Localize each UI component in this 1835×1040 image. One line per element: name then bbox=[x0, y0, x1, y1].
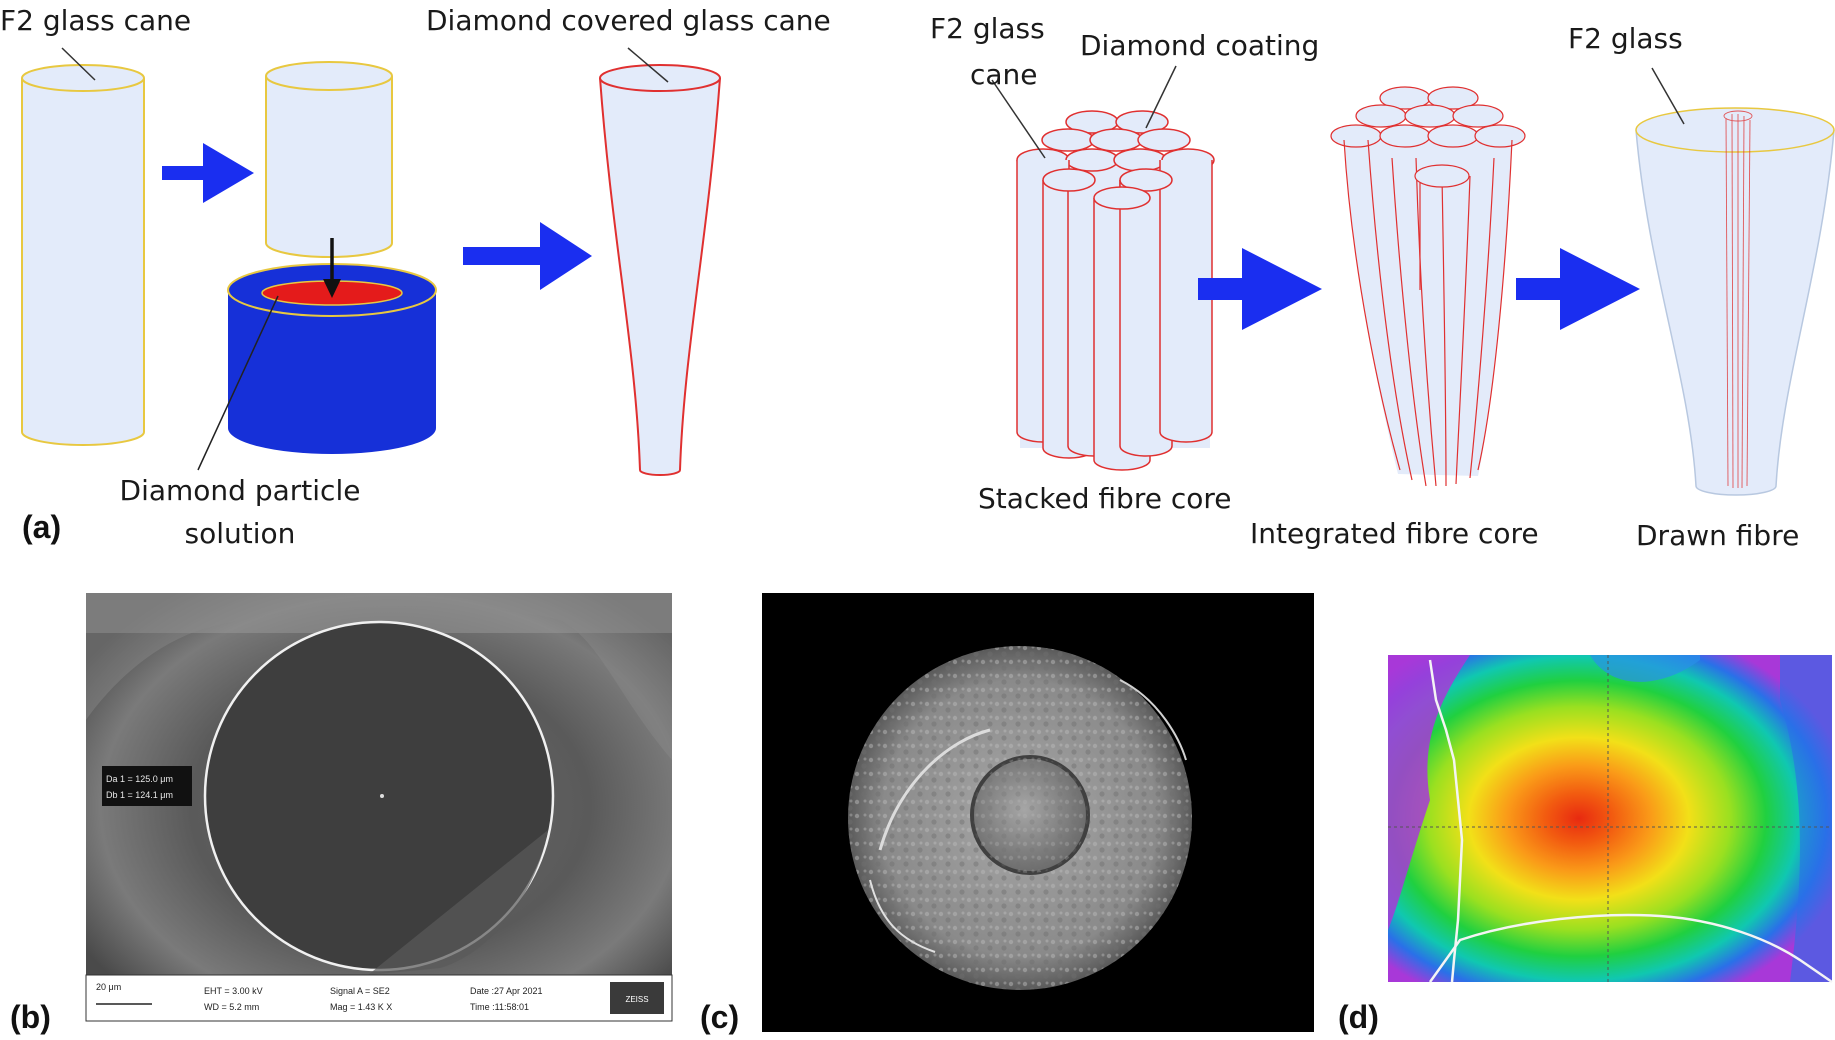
measure-1: Da 1 = 125.0 μm bbox=[106, 774, 173, 784]
stacked-fibre-core bbox=[1016, 110, 1215, 471]
sem-info-bar bbox=[85, 974, 673, 1022]
panel-a-right: F2 glass cane Diamond coating Stacked fi… bbox=[930, 12, 1835, 552]
f2-cane-label-2: cane bbox=[970, 58, 1038, 91]
panel-b-sem-image: Da 1 = 125.0 μm Db 1 = 124.1 μm 20 μm EH… bbox=[10, 593, 673, 1035]
drawn-fibre bbox=[1635, 107, 1835, 496]
arrow-icon bbox=[463, 222, 592, 290]
diamond-covered-cane bbox=[599, 64, 721, 476]
leader-line bbox=[1651, 67, 1685, 125]
date-label: Date :27 Apr 2021 bbox=[470, 986, 543, 996]
panel-d-beam-profile: (d) bbox=[1338, 655, 1833, 1035]
diamond-solution-label-1: Diamond particle bbox=[120, 474, 361, 507]
signal-label: Signal A = SE2 bbox=[330, 986, 390, 996]
zeiss-logo-text: ZEISS bbox=[625, 995, 648, 1004]
f2-cane-label-1: F2 glass bbox=[930, 12, 1045, 45]
stacked-core-label: Stacked fibre core bbox=[978, 482, 1232, 515]
integrated-core-label: Integrated fibre core bbox=[1250, 517, 1539, 550]
measure-box bbox=[102, 766, 192, 806]
f2-glass-cane-label: F2 glass cane bbox=[0, 4, 191, 37]
panel-b-label: (b) bbox=[10, 999, 51, 1035]
leader-line bbox=[197, 295, 279, 471]
leader-line bbox=[1145, 65, 1177, 129]
diamond-covered-label: Diamond covered glass cane bbox=[426, 4, 831, 37]
measure-2: Db 1 = 124.1 μm bbox=[106, 790, 173, 800]
panel-c-optical-image: (c) bbox=[700, 593, 1314, 1035]
leader-line bbox=[61, 47, 96, 81]
diamond-solution-label-2: solution bbox=[185, 517, 296, 550]
wd-label: WD = 5.2 mm bbox=[204, 1002, 259, 1012]
f2-glass-label: F2 glass bbox=[1568, 22, 1683, 55]
panel-a-label: (a) bbox=[22, 509, 61, 545]
arrow-icon bbox=[162, 143, 254, 203]
zeiss-logo bbox=[610, 982, 664, 1014]
vertical-profile-trace bbox=[1428, 659, 1464, 983]
mag-label: Mag = 1.43 K X bbox=[330, 1002, 392, 1012]
horizontal-profile-trace bbox=[1428, 913, 1833, 984]
arrow-icon bbox=[1198, 248, 1322, 330]
f2-glass-cane-cylinder bbox=[21, 64, 145, 446]
panel-a-left: F2 glass cane Diamond particle solution bbox=[0, 4, 831, 550]
leader-line bbox=[991, 79, 1046, 159]
time-label: Time :11:58:01 bbox=[470, 1002, 529, 1012]
diamond-coating-label: Diamond coating bbox=[1080, 29, 1319, 62]
integrated-fibre-core bbox=[1330, 86, 1526, 487]
scale-label: 20 μm bbox=[96, 982, 121, 992]
arrow-icon bbox=[1516, 248, 1640, 330]
drawn-fibre-label: Drawn fibre bbox=[1636, 519, 1799, 552]
panel-d-label: (d) bbox=[1338, 999, 1379, 1035]
glass-cane-cylinder bbox=[265, 61, 393, 258]
leader-line bbox=[627, 47, 669, 83]
panel-c-label: (c) bbox=[700, 999, 739, 1035]
eht-label: EHT = 3.00 kV bbox=[204, 986, 263, 996]
